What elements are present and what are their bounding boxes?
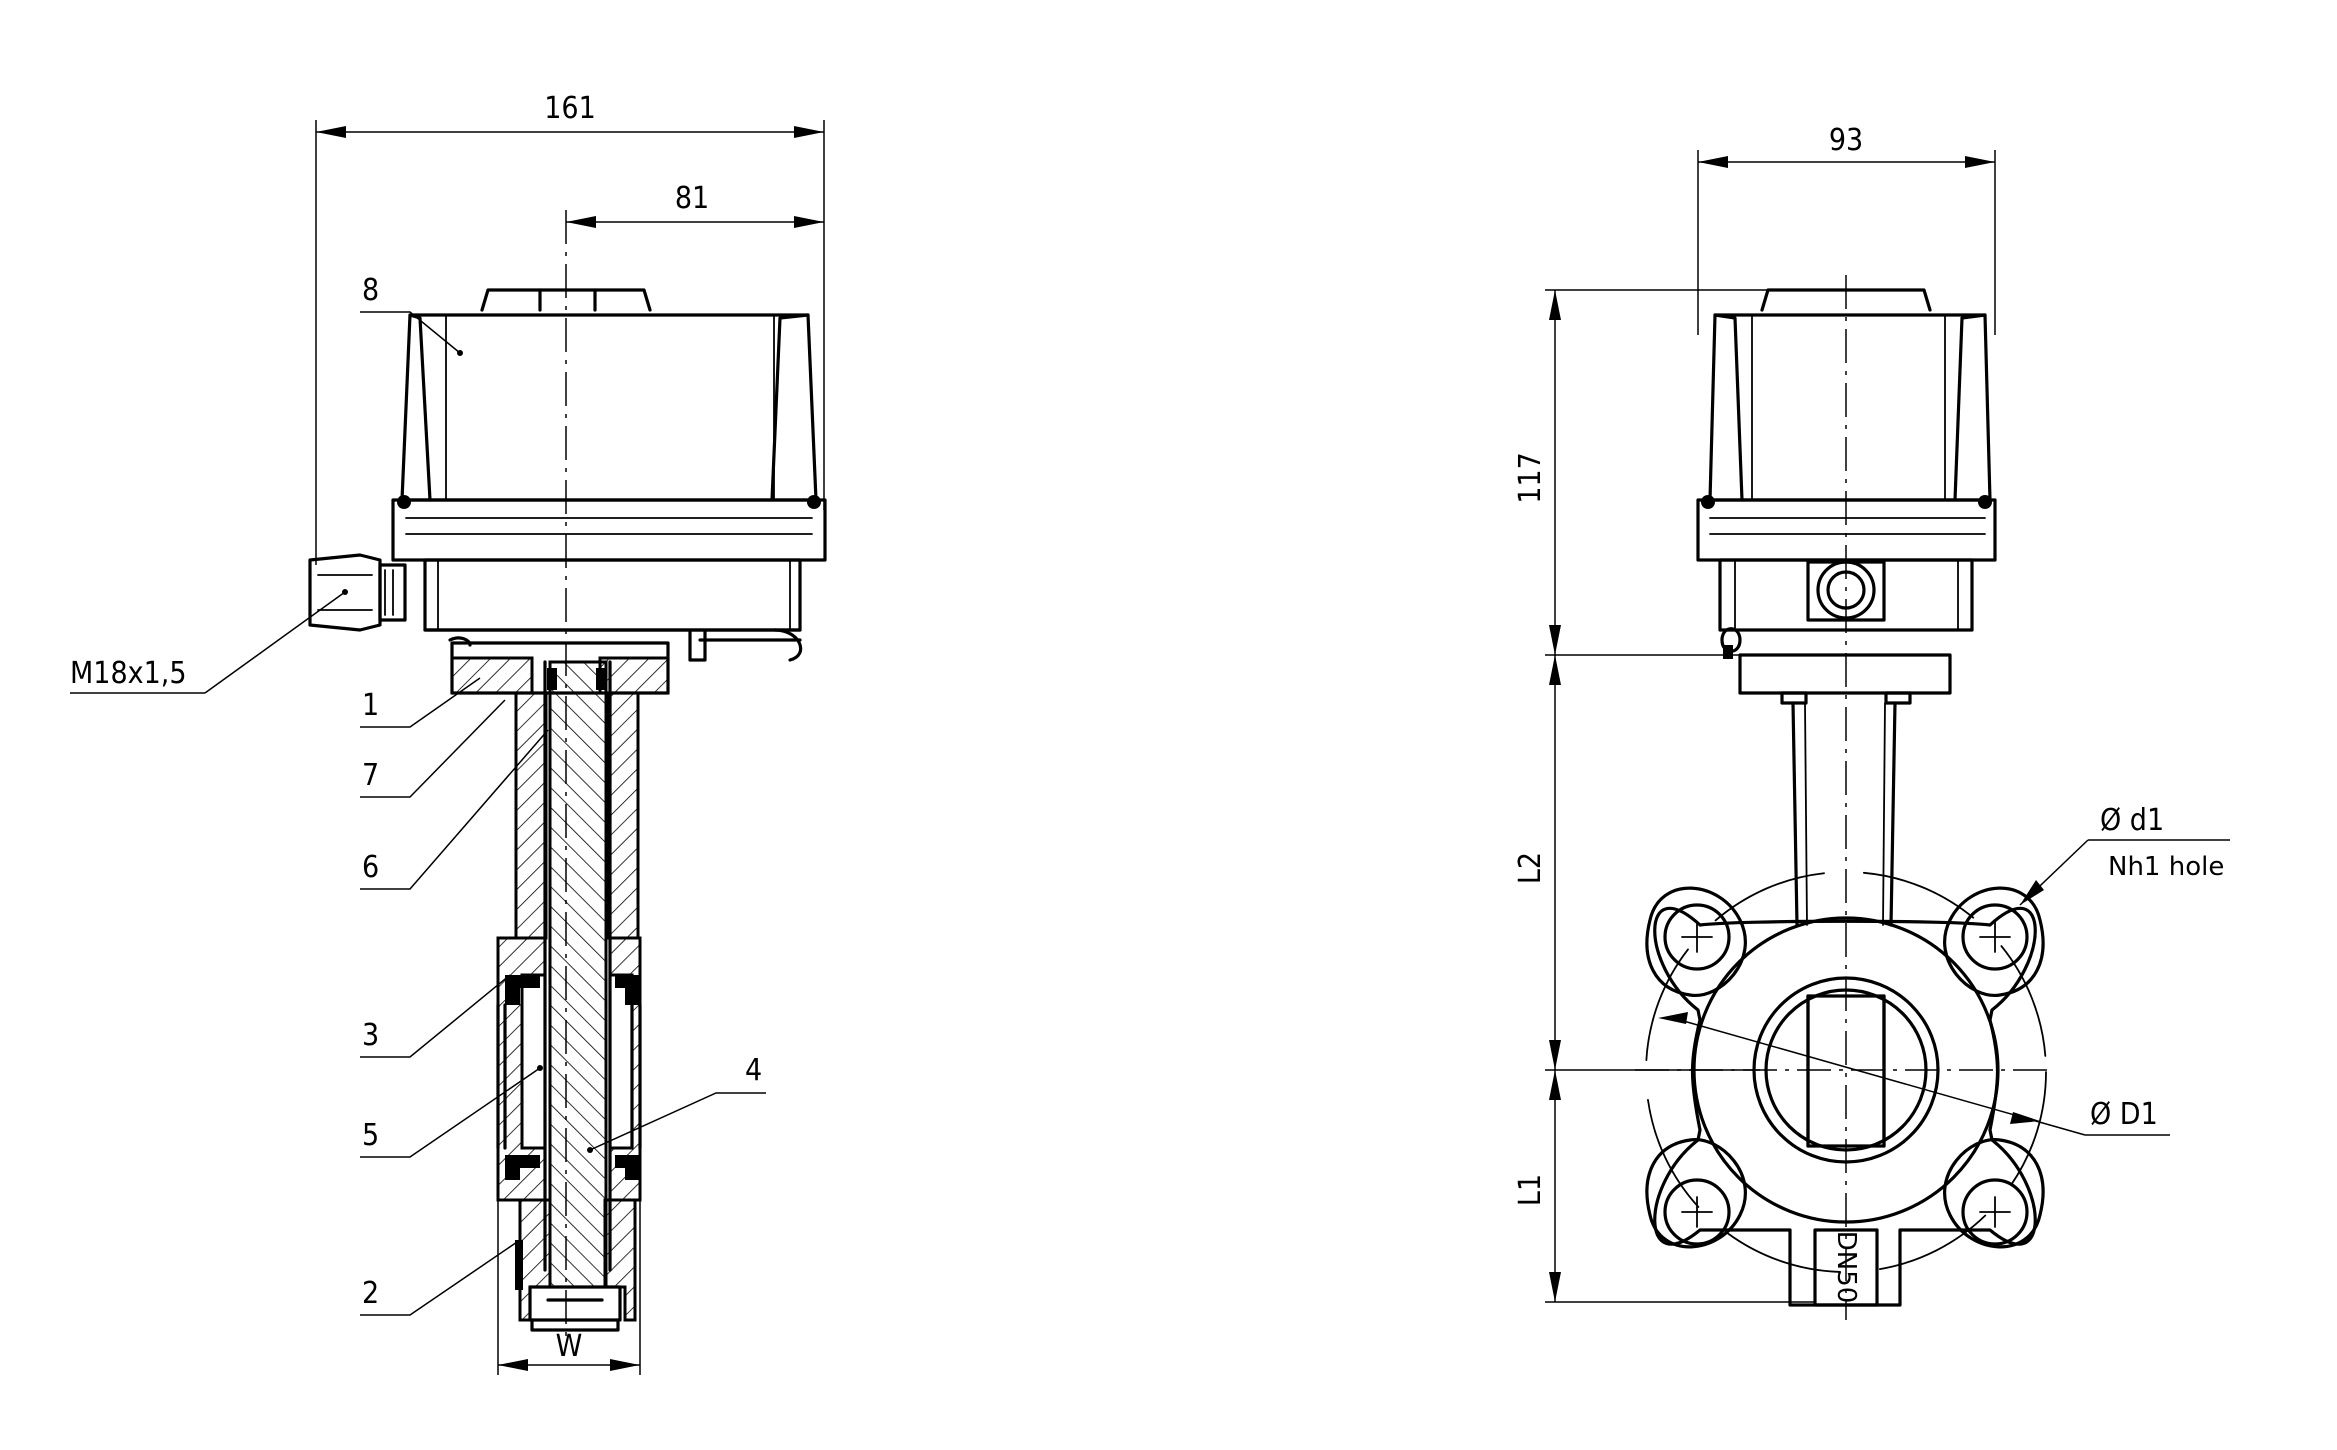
right-front-view: 93 117 L2 L1 — [1513, 123, 2230, 1320]
adapter-and-neck — [1738, 653, 1952, 927]
bolt-hole-bl — [1663, 1178, 1731, 1246]
bolt-hole-tr — [1961, 903, 2029, 971]
body-marking-label: DN50 — [1831, 1231, 1861, 1304]
right-callouts: Ø d1 Nh1 hole Ø D1 — [1658, 803, 2230, 1136]
part-callouts: 8 1 7 6 3 5 2 4 — [360, 273, 766, 1316]
dim-161-label: 161 — [544, 91, 596, 126]
bolt-hole-br — [1961, 1178, 2029, 1246]
hole-count-label: Nh1 hole — [2108, 852, 2224, 882]
part-label-2: 2 — [362, 1276, 379, 1311]
dim-L1-label: L1 — [1513, 1174, 1548, 1206]
part-label-8: 8 — [362, 273, 379, 308]
part-label-1: 1 — [362, 688, 379, 723]
dimension-W: W — [497, 1200, 641, 1375]
valve-lug-body: DN50 — [1635, 871, 2055, 1307]
dim-L2-label: L2 — [1513, 852, 1548, 884]
mounting-bracket — [448, 628, 803, 695]
bolt-circle — [1645, 871, 2047, 1273]
dimension-93: 93 — [1697, 123, 1996, 335]
dim-W-label: W — [556, 1329, 583, 1364]
part-label-6: 6 — [362, 850, 379, 885]
dim-93-label: 93 — [1829, 123, 1863, 158]
valve-body-section — [496, 936, 642, 1332]
bolt-circle-label: Ø D1 — [2090, 1097, 2158, 1132]
part-label-7: 7 — [362, 758, 379, 793]
dim-117-label: 117 — [1513, 452, 1548, 504]
part-label-4: 4 — [745, 1053, 762, 1088]
dimension-81: 81 — [566, 181, 824, 228]
part-label-5: 5 — [362, 1118, 379, 1153]
dimension-161: 161 — [315, 91, 825, 565]
actuator-housing — [391, 288, 827, 632]
left-section-view: 161 81 — [70, 91, 827, 1375]
actuator-front — [1696, 288, 1997, 659]
hole-diameter-label: Ø d1 — [2100, 803, 2164, 838]
thread-callout-label: M18x1,5 — [70, 656, 187, 691]
dim-81-label: 81 — [675, 181, 709, 216]
bolt-hole-tl — [1663, 903, 1731, 971]
part-label-3: 3 — [362, 1018, 379, 1053]
cable-gland: M18x1,5 — [70, 553, 407, 694]
